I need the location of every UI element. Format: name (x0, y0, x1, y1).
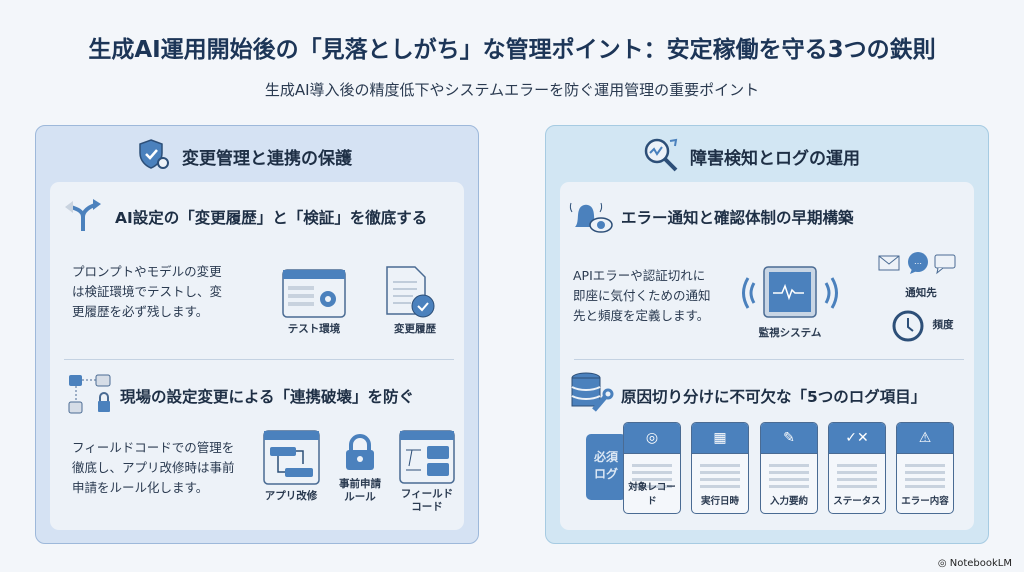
panel-header: 変更管理と連携の保護 (182, 149, 352, 169)
pre-approval-rule-label: 事前申請ルール (339, 478, 381, 503)
incident-log-card: エラー通知と確認体制の早期構築 APIエラーや認証切れに即座に気付くための通知先… (560, 182, 974, 530)
check-cross-icon: ✓✕ (829, 423, 885, 454)
divider (574, 359, 964, 360)
section-heading: 現場の設定変更による「連携破壊」を防ぐ (120, 388, 415, 406)
incident-log-panel: 障害検知とログの運用 エラー通知と確認体制の早期構築 APIエラーや認証切れに即… (545, 125, 989, 544)
shield-gear-icon (139, 139, 169, 169)
lock-icon (346, 434, 374, 470)
page-subtitle: 生成AI導入後の精度低下やシステムエラーを防ぐ運用管理の重要ポイント (264, 81, 760, 99)
chat-bubble-icon: … (908, 252, 928, 274)
calendar-clock-icon: ▦ (692, 423, 748, 454)
log-item-card: ◎対象レコード (623, 422, 681, 514)
message-icon (934, 254, 956, 275)
branch-arrows-icon (65, 199, 101, 231)
section-body: フィールドコードでの管理を徹底し、アプリ改修時は事前申請をルール化します。 (72, 440, 235, 495)
notebooklm-logo-icon: ◎ (937, 558, 950, 569)
svg-text:…: … (914, 257, 922, 266)
app-modification-icon (263, 430, 320, 485)
section-body: プロンプトやモデルの変更は検証環境でテストし、変更履歴を必ず残します。 (72, 264, 223, 319)
section-heading: 原因切り分けに不可欠な「5つのログ項目」 (621, 388, 927, 406)
bell-eye-icon (569, 202, 613, 233)
envelope-icon (878, 255, 900, 271)
warning-icon: ⚠ (897, 423, 953, 454)
app-modification-label: アプリ改修 (264, 490, 318, 502)
monitoring-system-label: 監視システム (758, 327, 822, 339)
log-item-card: ⚠エラー内容 (896, 422, 954, 514)
divider (64, 359, 454, 360)
field-code-icon (399, 430, 455, 484)
page-title: 生成AI運用開始後の「見落としがち」な管理ポイント：安定稼働を守る3つの鉄則 (88, 37, 936, 63)
magnifier-chart-icon (644, 138, 678, 172)
test-environment-label: テスト環境 (287, 323, 341, 335)
section-heading: エラー通知と確認体制の早期構築 (621, 209, 854, 227)
log-item-card: ✓✕ステータス (828, 422, 886, 514)
notification-target-label: 通知先 (905, 287, 937, 299)
log-item-card: ▦実行日時 (691, 422, 749, 514)
disc-icon: ◎ (624, 423, 680, 454)
frequency-label: 頻度 (932, 319, 954, 331)
clock-icon (892, 310, 924, 342)
database-wrench-icon (571, 372, 614, 412)
required-log-badge: 必須ログ (586, 434, 626, 500)
test-environment-icon (282, 269, 346, 318)
change-history-document-icon (386, 266, 435, 318)
change-history-label: 変更履歴 (394, 323, 436, 335)
field-code-label: フィールドコード (400, 488, 454, 513)
monitoring-system-icon (742, 266, 838, 318)
log-item-card: ✎入力要約 (760, 422, 818, 514)
linked-blocks-lock-icon (68, 374, 111, 414)
panel-header: 障害検知とログの運用 (690, 149, 860, 169)
change-management-card: AI設定の「変更履歴」と「検証」を徹底する プロンプトやモデルの変更は検証環境で… (50, 182, 464, 530)
section-body: APIエラーや認証切れに即座に気付くための通知先と頻度を定義します。 (573, 268, 711, 323)
change-management-panel: 変更管理と連携の保護 AI設定の「変更履歴」と「検証」を徹底する プロンプトやモ… (35, 125, 479, 544)
document-edit-icon: ✎ (761, 423, 817, 454)
notebooklm-brand: ◎ NotebookLM (937, 558, 1012, 569)
section-heading: AI設定の「変更履歴」と「検証」を徹底する (115, 209, 428, 227)
